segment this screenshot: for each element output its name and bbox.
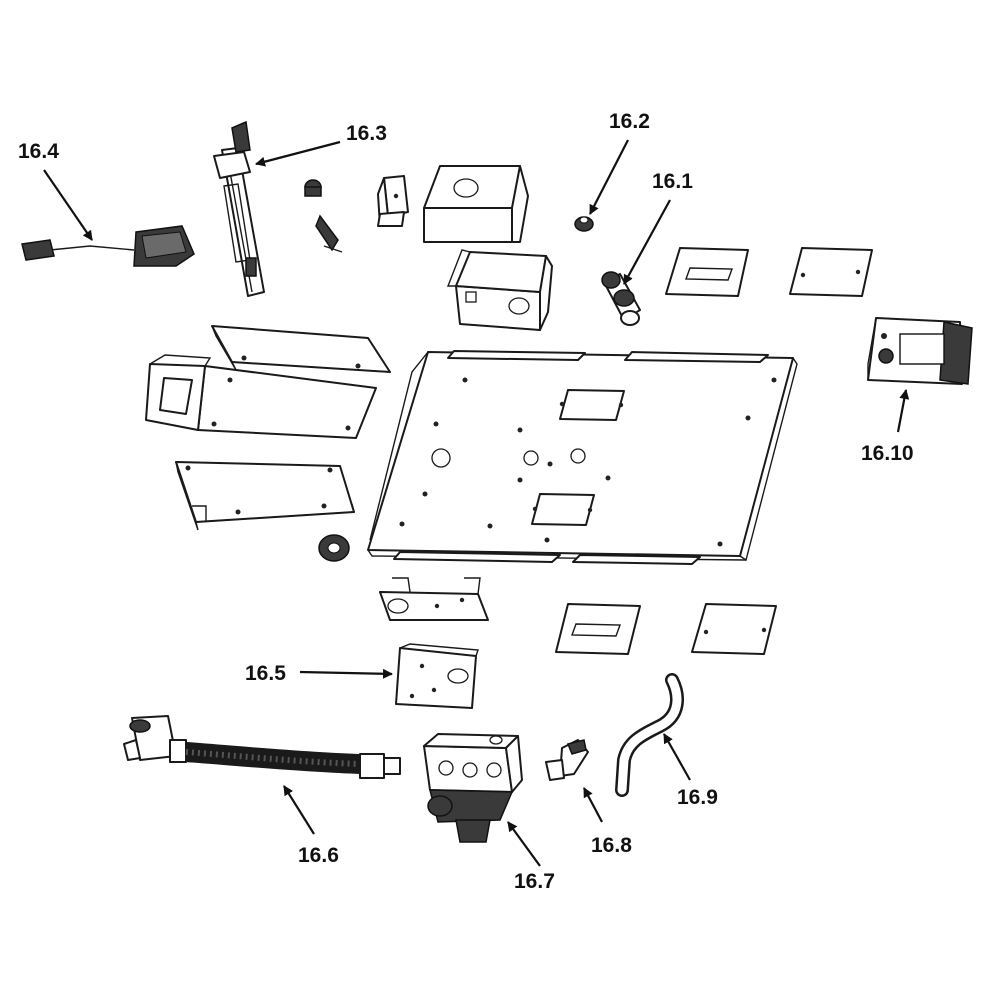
cover-plate-slot-bottom bbox=[555, 603, 641, 655]
flex-tube bbox=[615, 673, 684, 797]
gas-flex-hose bbox=[123, 715, 401, 779]
pilot-assembly bbox=[213, 120, 265, 297]
callout-16-8: 16.8 bbox=[591, 834, 632, 857]
mounting-bracket-left bbox=[145, 354, 377, 439]
callout-16-9: 16.9 bbox=[677, 786, 718, 809]
small-clip-bracket bbox=[377, 175, 409, 227]
base-plate bbox=[367, 350, 798, 565]
upper-bracket bbox=[211, 325, 391, 373]
lower-bracket bbox=[175, 461, 355, 531]
cover-plate-slot-top bbox=[665, 247, 749, 297]
control-module bbox=[867, 317, 973, 385]
elbow-fitting bbox=[545, 739, 589, 781]
callout-16-4: 16.4 bbox=[18, 140, 59, 163]
callout-16-10: 16.10 bbox=[861, 442, 914, 465]
receiver-with-plug bbox=[21, 225, 195, 267]
grommet bbox=[318, 534, 350, 562]
callout-16-6: 16.6 bbox=[298, 844, 339, 867]
valve-bracket-16-5 bbox=[395, 643, 479, 709]
cover-plate-blank-bottom bbox=[691, 603, 777, 655]
callout-16-2: 16.2 bbox=[609, 110, 650, 133]
thermocouple-tip bbox=[315, 214, 343, 253]
callout-16-1: 16.1 bbox=[652, 170, 693, 193]
callout-16-7: 16.7 bbox=[514, 870, 555, 893]
valve-bracket-upper bbox=[379, 577, 489, 621]
junction-box-cover bbox=[423, 165, 529, 243]
callout-16-5: 16.5 bbox=[245, 662, 286, 685]
callout-16-3: 16.3 bbox=[346, 122, 387, 145]
knob bbox=[304, 179, 322, 197]
fitting-16-2 bbox=[574, 216, 594, 232]
leader-lines bbox=[43, 139, 910, 867]
cover-plate-blank-top bbox=[789, 247, 873, 297]
gas-valve bbox=[423, 733, 523, 843]
junction-box bbox=[446, 249, 553, 331]
union-fitting-16-1 bbox=[601, 271, 641, 326]
